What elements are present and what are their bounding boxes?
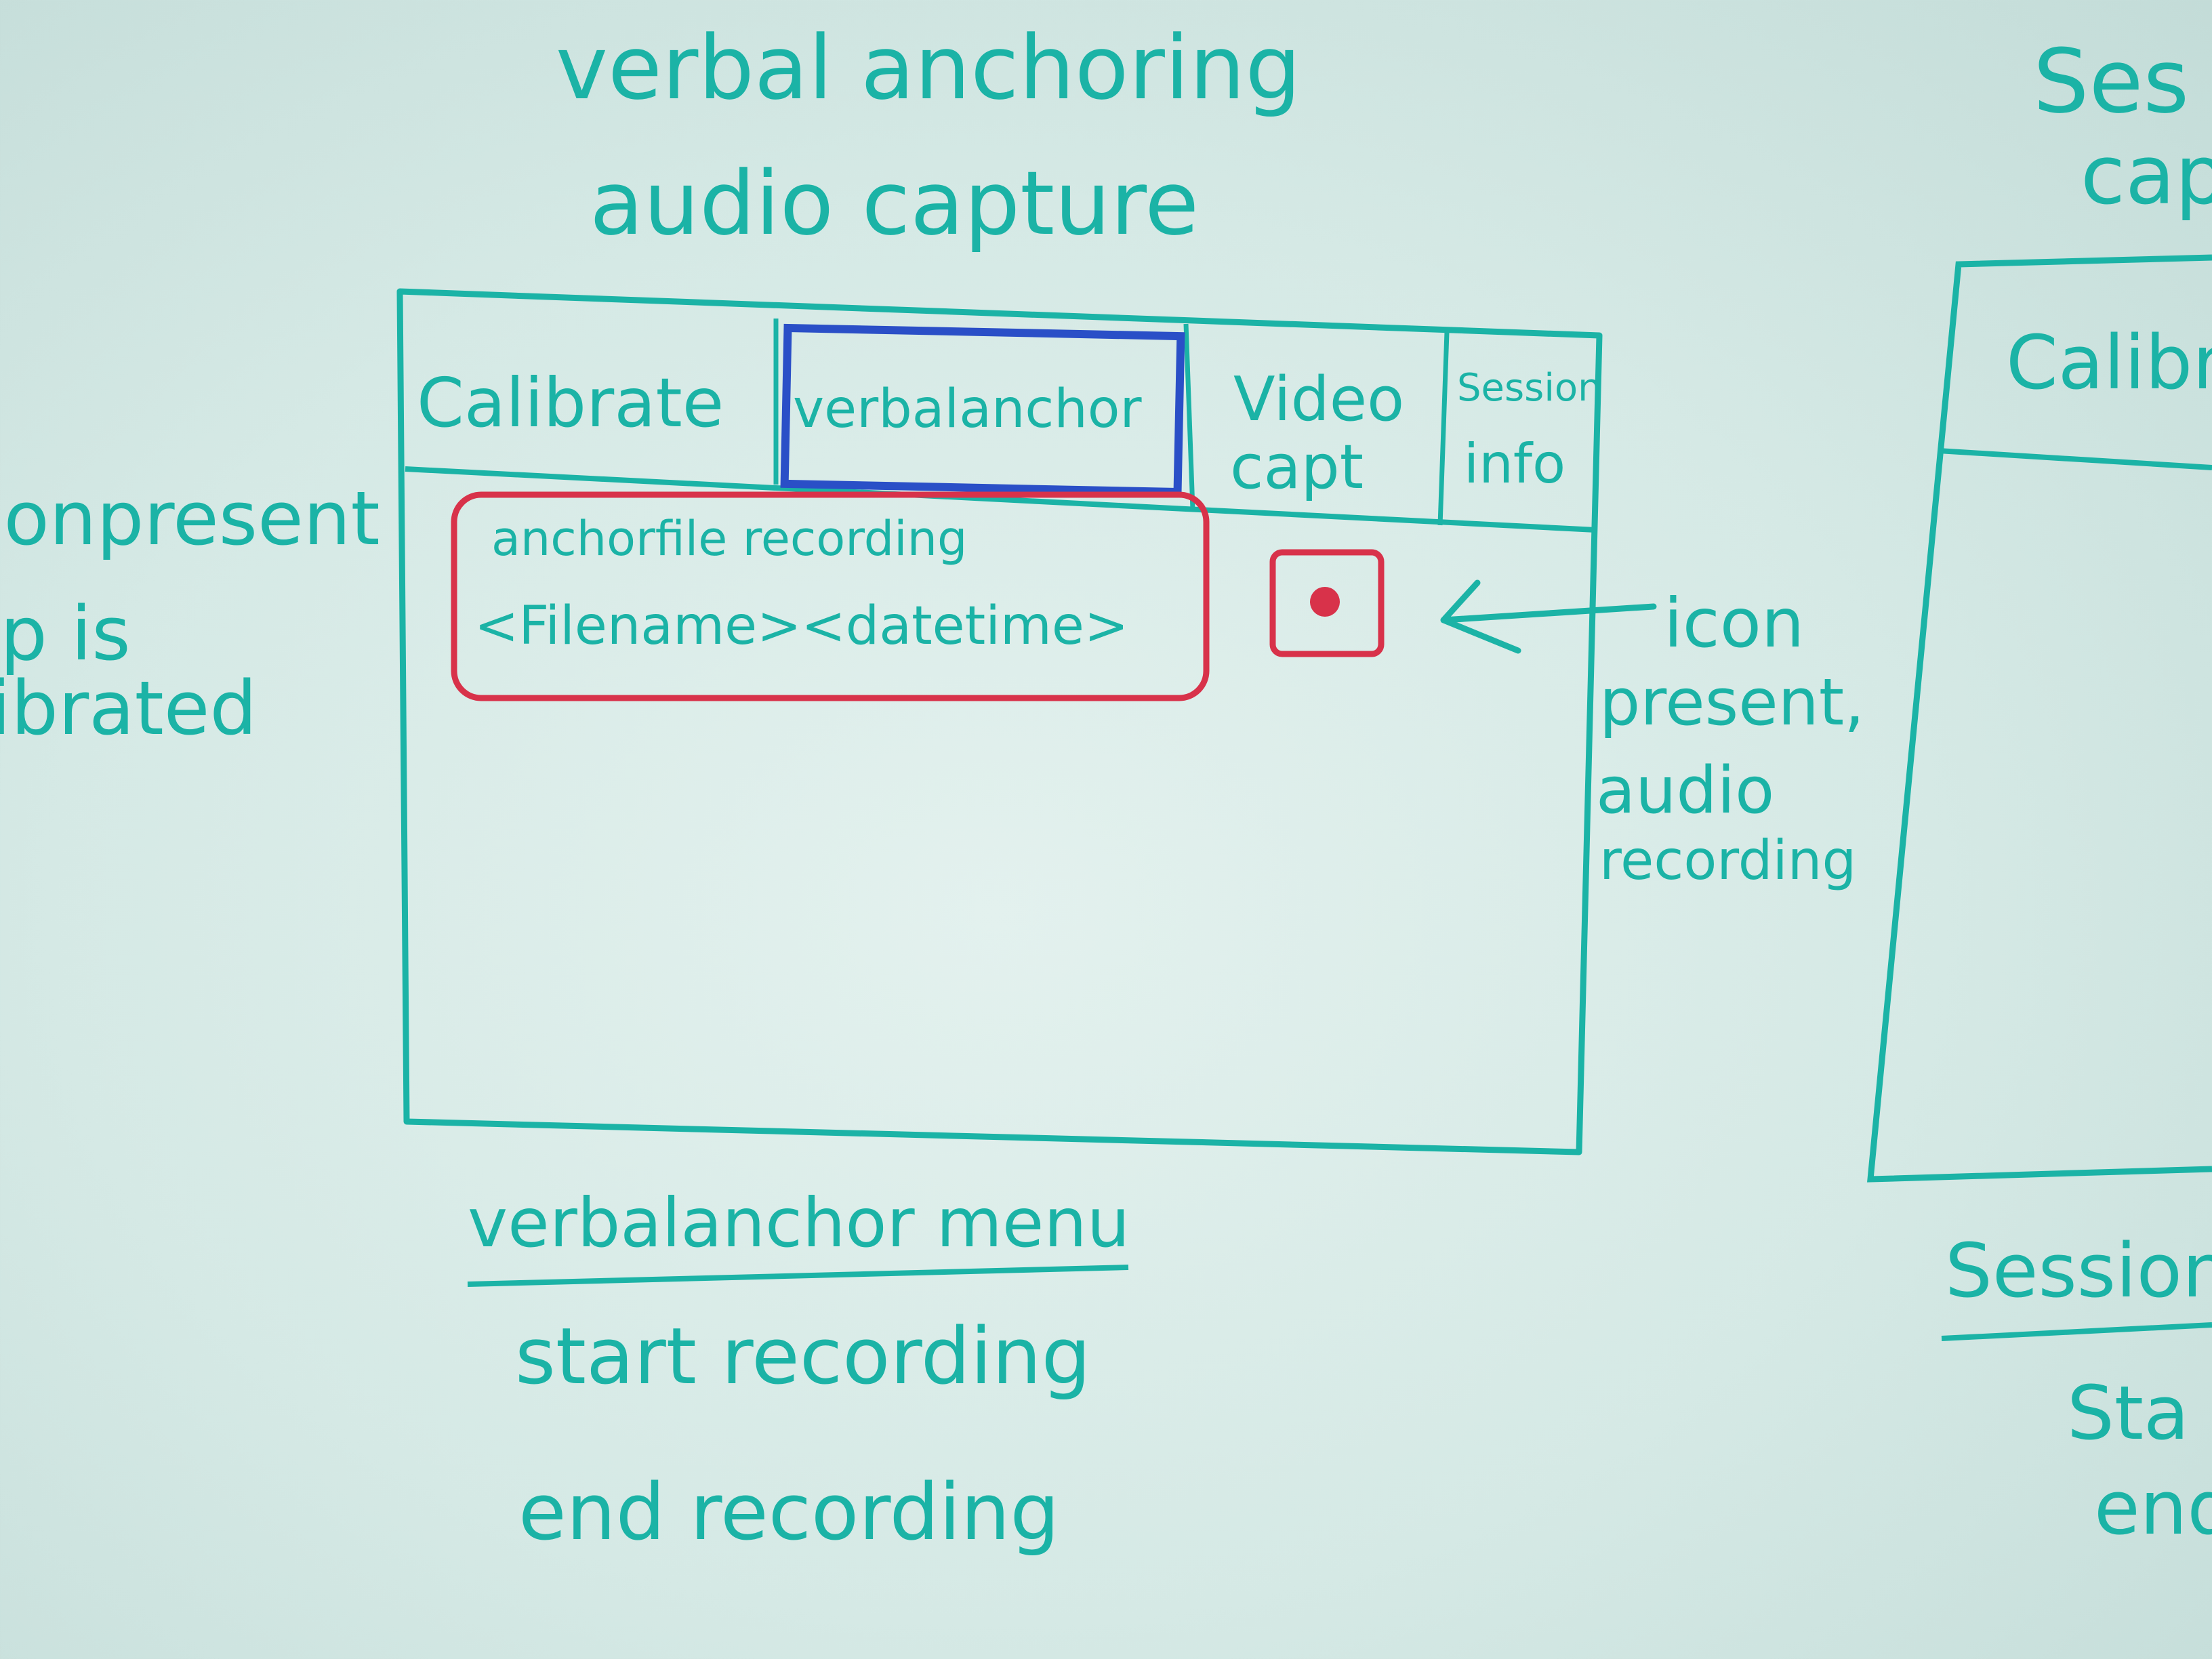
mockup-frame (396, 288, 1603, 1155)
right-heading-line-2: cap (2081, 129, 2212, 223)
right-menu-item-1: Sta (2067, 1370, 2190, 1456)
tab-separator-3 (1437, 331, 1450, 526)
right-mockup-divider (1938, 448, 2212, 470)
tab-separator-2 (1183, 323, 1195, 510)
tab-session-line-2: info (1464, 432, 1566, 495)
tab-calibrate[interactable]: Calibrate (417, 363, 724, 443)
menu-title-underline (467, 1265, 1129, 1287)
record-dot-icon (1310, 587, 1340, 617)
menu-item-end-recording[interactable]: end recording (518, 1467, 1060, 1558)
tab-session-line-1: Session (1457, 366, 1602, 410)
right-menu-underline (1941, 1322, 2212, 1341)
left-note-line-1: conpresent (0, 475, 380, 562)
menu-title: verbalanchor menu (468, 1183, 1130, 1263)
annotation-line-2: present, (1599, 665, 1865, 740)
status-box-border (451, 491, 1210, 701)
active-tab-highlight (780, 323, 1185, 497)
menu-item-start-recording[interactable]: start recording (515, 1311, 1091, 1402)
tab-verbalanchor[interactable]: verbalanchor (793, 379, 1142, 440)
tab-video-line-2: capt (1230, 432, 1364, 503)
right-mockup-frame (1867, 254, 2212, 1183)
annotation-line-4: recording (1599, 829, 1857, 892)
right-menu-item-2: end (2094, 1465, 2212, 1551)
annotation-line-3: audio (1596, 754, 1775, 828)
left-note-line-3: librated (0, 665, 258, 752)
record-icon-frame (1269, 549, 1385, 657)
right-menu-title: Session (1945, 1227, 2212, 1314)
status-line-1: anchorfile recording (491, 511, 968, 567)
status-line-2: <Filename><datetime> (474, 596, 1129, 657)
annotation-line-1: icon (1664, 583, 1805, 663)
heading-line-2: audio capture (590, 152, 1200, 255)
tab-bar-divider (405, 466, 1597, 533)
right-heading-line-1: Ses (2033, 30, 2190, 133)
right-tab-calibrate: Calibr (2006, 319, 2212, 406)
heading-line-1: verbal anchoring (556, 16, 1301, 119)
left-note-line-2: p is (0, 590, 131, 677)
record-button[interactable] (1273, 552, 1381, 654)
annotation-arrow-icon (1440, 579, 1657, 654)
tab-video-line-1: Video (1233, 364, 1405, 435)
